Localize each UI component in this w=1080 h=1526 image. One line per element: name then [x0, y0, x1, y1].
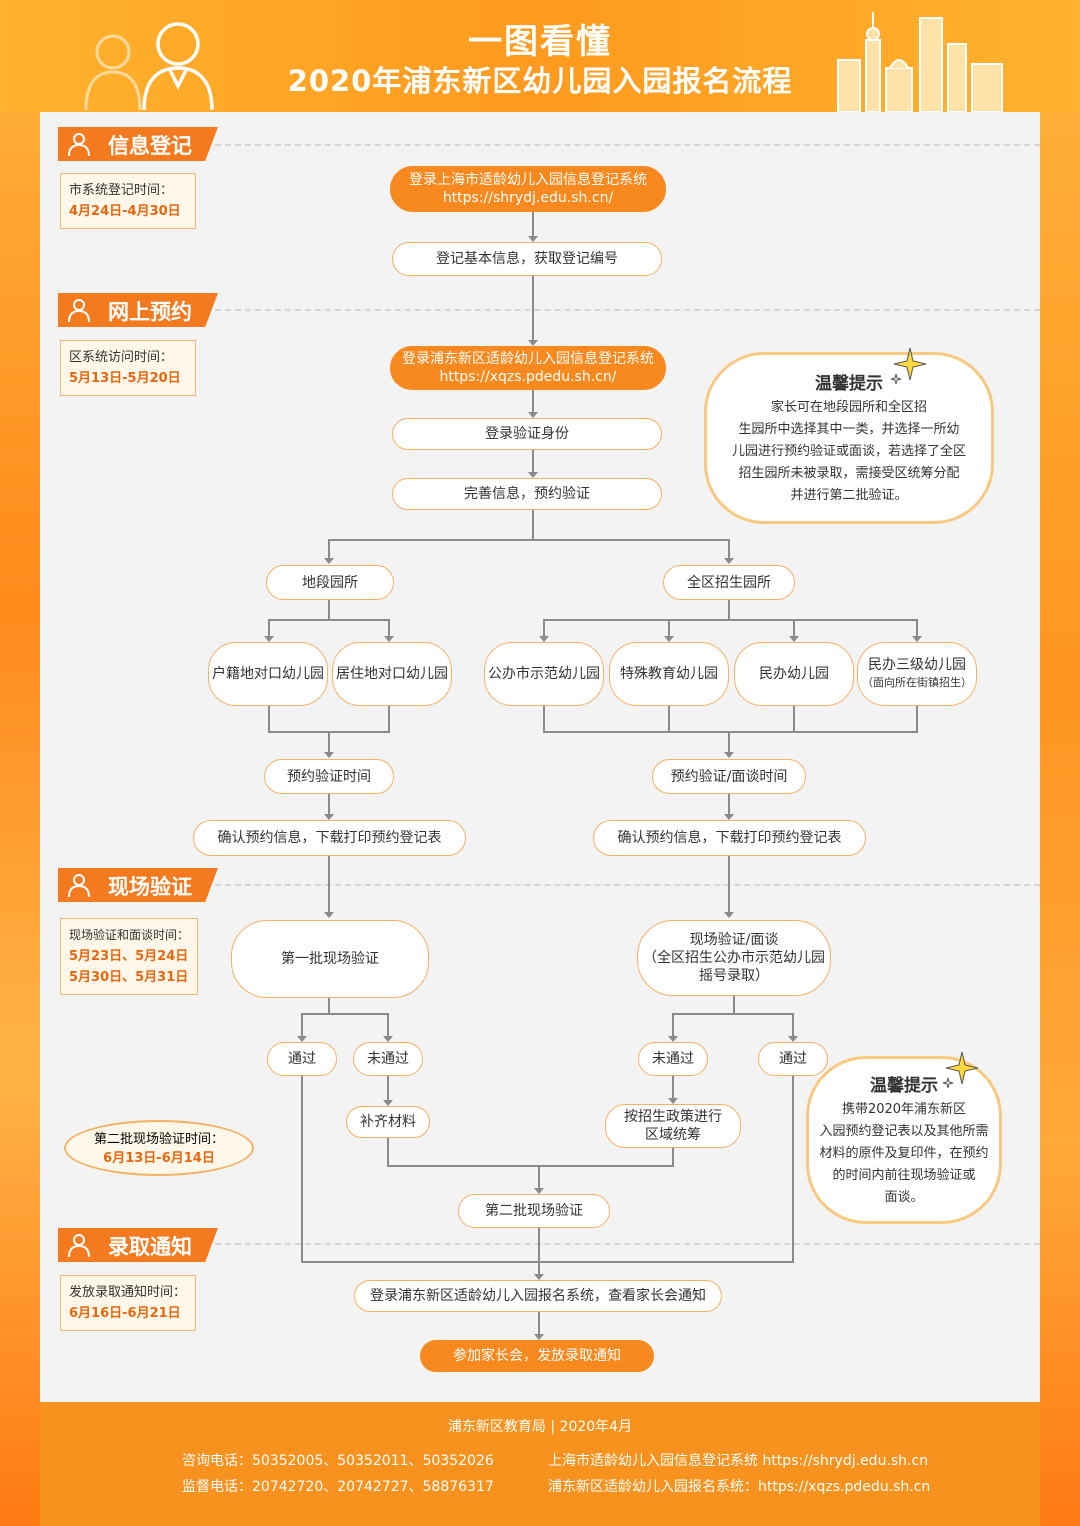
- pass-left-node: 通过: [267, 1042, 337, 1076]
- time-date: 6月16日-6月21日: [69, 1306, 181, 1321]
- time-date: 6月13日-6月14日: [103, 1151, 215, 1166]
- node-text: 登录上海市适龄幼儿入园信息登记系统: [409, 172, 647, 188]
- register-info-node: 登记基本信息，获取登记编号: [392, 242, 662, 276]
- tip-cloud-2: 温馨提示 携带2020年浦东新区 入园预约登记表以及其他所需 材料的原件及复印件…: [806, 1056, 1002, 1224]
- login-district-system-node: 登录浦东新区适龄幼儿入园信息登记系统 https://xqzs.pdedu.sh…: [390, 346, 666, 390]
- time-box-booking: 区系统访问时间： 5月13日-5月20日: [60, 340, 196, 396]
- time-date: 5月30日、5月31日: [69, 970, 189, 985]
- time-date: 5月13日-5月20日: [69, 371, 181, 386]
- node-url: https://xqzs.pdedu.sh.cn/: [439, 369, 617, 385]
- section-divider: [215, 884, 1040, 886]
- hukou-kindergarten-node: 户籍地对口幼儿园: [208, 642, 328, 706]
- zone-kindergarten-node: 地段园所: [266, 565, 394, 600]
- second-batch-time-badge: 第二批现场验证时间： 6月13日-6月14日: [64, 1120, 254, 1176]
- fail-left-node: 未通过: [353, 1042, 423, 1076]
- tip-title: 温馨提示: [870, 1076, 938, 1096]
- section-divider: [215, 144, 1040, 146]
- tip-line: 儿园进行预约验证或面谈，若选择了全区: [731, 444, 966, 459]
- time-label: 现场验证和面谈时间：: [69, 928, 190, 942]
- tip-line: 携带2020年浦东新区: [841, 1102, 967, 1117]
- node-note: （面向所在街镇招生）: [862, 676, 972, 689]
- confirm-appointment-left-node: 确认预约信息，下载打印预约登记表: [193, 820, 466, 856]
- private-kindergarten-node: 民办幼儿园: [734, 642, 854, 706]
- sparkle-icon: [890, 347, 927, 385]
- parents-illustration: [84, 22, 214, 110]
- node-text: 按招生政策进行: [624, 1109, 722, 1125]
- section-tag-info-register: 信息登记: [58, 127, 218, 161]
- parent-meeting-node: 参加家长会，发放录取通知: [420, 1340, 654, 1372]
- section-tag-online-booking: 网上预约: [58, 293, 218, 327]
- node-text: （全区招生公办市示范幼儿园: [643, 950, 825, 966]
- supplement-materials-node: 补齐材料: [346, 1106, 430, 1138]
- title-line1: 一图看懂: [468, 22, 612, 62]
- pass-right-node: 通过: [758, 1042, 828, 1076]
- city-skyline-illustration: [837, 12, 1003, 112]
- tip-line: 面谈。: [884, 1190, 924, 1205]
- time-box-register: 市系统登记时间： 4月24日-4月30日: [60, 173, 196, 229]
- login-enroll-system-node: 登录浦东新区适龄幼儿入园报名系统，查看家长会通知: [354, 1280, 722, 1312]
- node-text: 登录浦东新区适龄幼儿入园信息登记系统: [402, 351, 654, 367]
- time-label: 市系统登记时间：: [69, 183, 174, 198]
- complete-info-node: 完善信息，预约验证: [392, 478, 662, 510]
- time-date: 4月24日-4月30日: [69, 204, 181, 219]
- node-text: 摇号录取）: [699, 968, 769, 984]
- public-demo-kindergarten-node: 公办市示范幼儿园: [484, 642, 604, 706]
- footer-system-link-2: 浦东新区适龄幼儿入园报名系统：https://xqzs.pdedu.sh.cn: [548, 1479, 931, 1495]
- sparkle-icon: [942, 1051, 979, 1089]
- time-label: 区系统访问时间：: [69, 350, 174, 365]
- fail-right-node: 未通过: [638, 1042, 708, 1076]
- tip-line: 招生园所未被录取，需接受区统筹分配: [738, 466, 960, 481]
- time-box-notice: 发放录取通知时间： 6月16日-6月21日: [60, 1275, 196, 1331]
- footer-supervise-phone: 监督电话：20742720、20742727、58876317: [182, 1479, 494, 1495]
- node-url: https://shrydj.edu.sh.cn/: [442, 190, 614, 206]
- section-label: 网上预约: [108, 300, 192, 324]
- time-label: 第二批现场验证时间：: [93, 1132, 224, 1147]
- section-divider: [215, 309, 1040, 311]
- node-text: 区域统筹: [645, 1127, 701, 1143]
- person-icon: [68, 1234, 90, 1258]
- first-batch-verification-node: 第一批现场验证: [231, 920, 429, 998]
- login-city-system-node: 登录上海市适龄幼儿入园信息登记系统 https://shrydj.edu.sh.…: [390, 166, 666, 212]
- tip-line: 并进行第二批验证。: [790, 488, 908, 503]
- tip-line: 的时间内前往现场验证或: [832, 1168, 976, 1183]
- section-label: 现场验证: [108, 875, 192, 899]
- person-icon: [68, 299, 90, 323]
- node-text: 现场验证/面谈: [689, 932, 779, 948]
- tip-cloud-1: 温馨提示 家长可在地段园所和全区招 生园所中选择其中一类，并选择一所幼 儿园进行…: [704, 352, 994, 524]
- footer-org: 浦东新区教育局 | 2020年4月: [447, 1419, 633, 1435]
- tip-line: 入园预约登记表以及其他所需: [819, 1124, 989, 1139]
- time-label: 发放录取通知时间：: [69, 1285, 187, 1300]
- person-icon: [68, 133, 90, 157]
- section-tag-onsite-verify: 现场验证: [58, 868, 218, 902]
- onsite-interview-node: 现场验证/面谈 （全区招生公办市示范幼儿园 摇号录取）: [637, 920, 831, 996]
- appointment-interview-time-node: 预约验证/面谈时间: [652, 759, 806, 794]
- tip-line: 家长可在地段园所和全区招: [770, 400, 927, 415]
- tip-title: 温馨提示: [815, 374, 883, 394]
- title-line2: 2020年浦东新区幼儿园入园报名流程: [287, 64, 793, 98]
- verify-identity-node: 登录验证身份: [392, 418, 662, 450]
- footer: 浦东新区教育局 | 2020年4月 咨询电话：50352005、50352011…: [40, 1402, 1040, 1526]
- tip-line: 生园所中选择其中一类，并选择一所幼: [738, 422, 960, 437]
- section-label: 录取通知: [108, 1235, 192, 1259]
- tip-line: 材料的原件及复印件，在预约: [819, 1146, 989, 1161]
- section-divider: [215, 1243, 1040, 1245]
- second-batch-verification-node: 第二批现场验证: [458, 1194, 610, 1228]
- policy-allocation-node: 按招生政策进行 区域统筹: [605, 1104, 741, 1148]
- footer-consult-phone: 咨询电话：50352005、50352011、50352026: [182, 1453, 494, 1469]
- time-box-onsite: 现场验证和面谈时间： 5月23日、5月24日 5月30日、5月31日: [60, 918, 198, 995]
- section-label: 信息登记: [108, 134, 192, 158]
- node-text: 民办三级幼儿园: [868, 657, 966, 673]
- appointment-time-node: 预约验证时间: [264, 759, 394, 794]
- person-icon: [68, 874, 90, 898]
- section-tag-admission-notice: 录取通知: [58, 1228, 218, 1262]
- residence-kindergarten-node: 居住地对口幼儿园: [332, 642, 452, 706]
- confirm-appointment-right-node: 确认预约信息，下载打印预约登记表: [593, 820, 866, 856]
- special-education-kindergarten-node: 特殊教育幼儿园: [609, 642, 729, 706]
- private-level3-kindergarten-node: 民办三级幼儿园 （面向所在街镇招生）: [857, 642, 977, 706]
- time-date: 5月23日、5月24日: [69, 949, 189, 964]
- header-banner: 一图看懂 2020年浦东新区幼儿园入园报名流程: [0, 0, 1080, 112]
- footer-system-link-1: 上海市适龄幼儿入园信息登记系统 https://shrydj.edu.sh.cn: [548, 1453, 929, 1469]
- district-kindergarten-node: 全区招生园所: [663, 565, 795, 600]
